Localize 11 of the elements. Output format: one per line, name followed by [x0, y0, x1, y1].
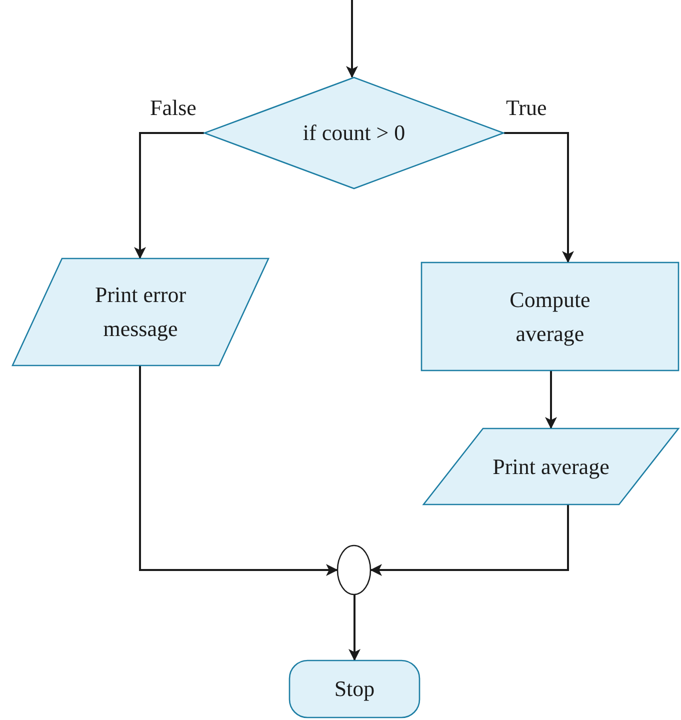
node-label: Compute average — [508, 286, 592, 348]
decision-diamond — [204, 77, 504, 189]
node-label: Print error message — [94, 281, 188, 343]
node-label: Stop — [334, 675, 375, 703]
input-output-parallelogram — [12, 258, 269, 366]
connector-circle — [337, 545, 371, 595]
node-label: Print average — [492, 452, 610, 481]
process-box — [421, 262, 679, 371]
terminal-box — [289, 660, 420, 718]
node-label: if count > 0 — [302, 119, 406, 147]
input-output-parallelogram — [423, 428, 679, 505]
